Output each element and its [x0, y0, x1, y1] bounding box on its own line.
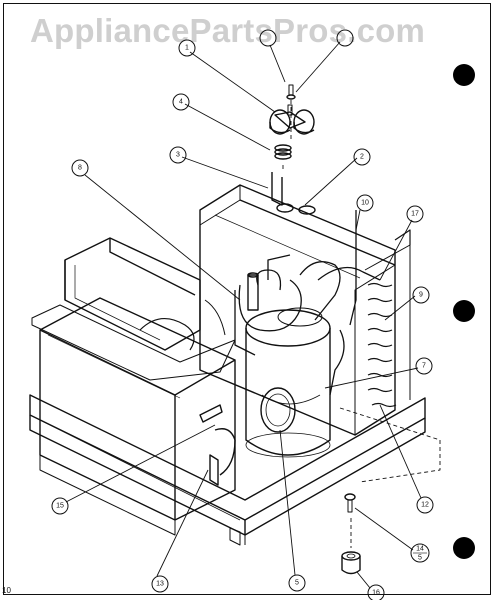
motor-spring: [274, 144, 292, 160]
callout-15: 15: [56, 503, 64, 510]
mounting-screw: [344, 493, 356, 513]
watermark: AppliancePartsPros.com: [30, 12, 426, 49]
coil-tubes: [364, 229, 411, 408]
terminal-box: [260, 387, 296, 433]
callout-8: 8: [78, 165, 82, 172]
blower-scroll: [31, 237, 236, 381]
binder-hole-middle: [453, 300, 475, 322]
motor-bracket: [271, 172, 316, 215]
callout-13: 13: [156, 581, 164, 588]
callout-3: 3: [176, 152, 180, 159]
evaporator-housing: [39, 297, 236, 536]
front-fittings: [199, 404, 236, 486]
callout-1: 1: [185, 45, 189, 52]
callout-2: 2: [360, 154, 364, 161]
fan-motor: [269, 104, 315, 135]
compressor: [245, 307, 331, 458]
accumulator: [247, 272, 259, 311]
callout-14-sub: 5: [418, 555, 422, 562]
dashed-leaders: [282, 100, 441, 548]
callout-17: 17: [411, 211, 419, 218]
page-frame: [3, 3, 491, 595]
callout-10: 10: [361, 200, 369, 207]
condenser-shroud: [199, 184, 396, 436]
base-pan: [29, 394, 426, 546]
callout-7: 7: [422, 363, 426, 370]
refrigerant-tubing: [234, 210, 381, 396]
page-code: 10: [2, 586, 11, 595]
grommet: [341, 551, 361, 575]
callout-9: 9: [419, 292, 423, 299]
top-bolt: [286, 84, 296, 100]
callout-4: 4: [179, 99, 183, 106]
callout-5: 5: [295, 580, 299, 587]
callout-16: 16: [372, 590, 380, 597]
binder-hole-bottom: [453, 537, 475, 559]
callout-14: 14: [416, 546, 424, 553]
callout-circles: [51, 29, 434, 600]
callout-12: 12: [421, 502, 429, 509]
callout-leaders: [65, 41, 422, 589]
binder-hole-top: [453, 64, 475, 86]
